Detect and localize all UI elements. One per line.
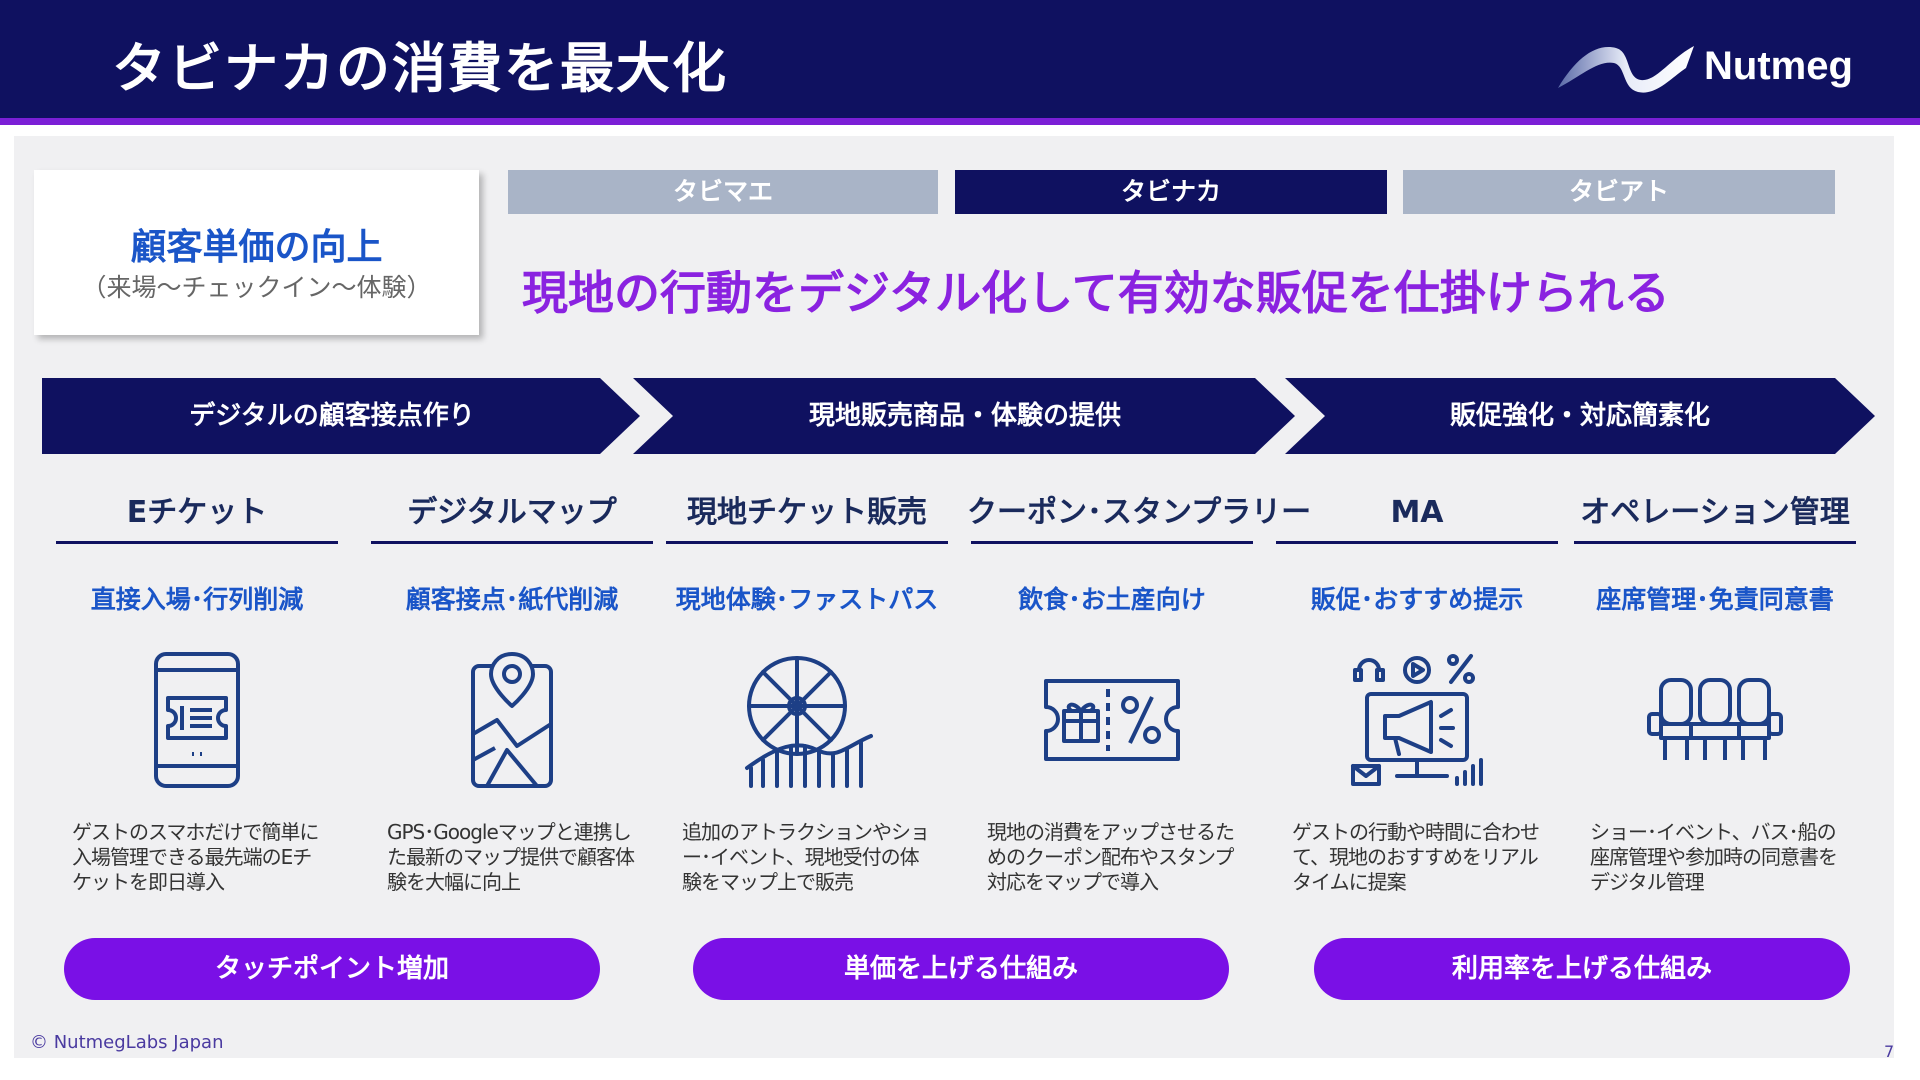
feature-description: GPS･Googleマップと連携した最新のマップ提供で顧客体験を大幅に向上 <box>387 820 635 894</box>
chevron-label-3: 販促強化・対応簡素化 <box>1449 401 1710 431</box>
chevron-band <box>42 378 1875 454</box>
feature-title: 現地チケット販売 <box>687 495 927 530</box>
headline: 現地の行動をデジタル化して有効な販促を仕掛けられる <box>522 266 1670 320</box>
feature-column-map: デジタルマップ 顧客接点･紙代削減 GPS･Googleマップと連携した最新のマ… <box>367 485 657 894</box>
feature-divider <box>56 541 338 544</box>
feature-subtitle: 販促･おすすめ提示 <box>1310 585 1524 614</box>
feature-column-ma: MA 販促･おすすめ提示 ゲストの行動や時間に <box>1272 485 1562 894</box>
summary-pill-unit-price: 単価を上げる仕組み <box>693 938 1229 1000</box>
feature-title: MA <box>1390 495 1444 530</box>
logo-text: Nutmeg <box>1704 44 1853 88</box>
feature-column-local-ticket: 現地チケット販売 現地体験･ファストパス 追加のアトラクションやショー･イベント… <box>662 485 952 894</box>
feature-title: Eチケット <box>126 495 268 530</box>
value-box: 顧客単価の向上 （来場〜チェックイン〜体験） <box>34 170 479 335</box>
value-subtitle: （来場〜チェックイン〜体験） <box>81 273 432 302</box>
copyright: © NutmegLabs Japan <box>30 1032 224 1053</box>
marketing-automation-icon <box>1272 645 1562 795</box>
feature-description: ショー･イベント、バス･船の座席管理や参加時の同意書をデジタル管理 <box>1590 820 1838 894</box>
coupon-icon <box>967 645 1257 795</box>
phase-tab-during: タビナカ <box>955 170 1387 214</box>
feature-title: オペレーション管理 <box>1580 495 1850 530</box>
phase-tab-before: タビマエ <box>508 170 938 214</box>
feature-divider <box>371 541 653 544</box>
chevron-1 <box>42 378 640 454</box>
feature-description: 現地の消費をアップさせるためのクーポン配布やスタンプ対応をマップで導入 <box>987 820 1235 894</box>
nutmeg-logo: Nutmeg <box>1556 38 1886 98</box>
feature-title: デジタルマップ <box>407 495 617 530</box>
feature-description: ゲストの行動や時間に合わせて、現地のおすすめをリアルタイムに提案 <box>1292 820 1540 894</box>
chevron-label-1: デジタルの顧客接点作り <box>189 401 475 431</box>
feature-description: 追加のアトラクションやショー･イベント、現地受付の体験をマップ上で販売 <box>682 820 930 894</box>
seats-icon <box>1570 645 1860 795</box>
page-title: タビナカの消費を最大化 <box>112 37 728 100</box>
summary-pill-touchpoints: タッチポイント増加 <box>64 938 600 1000</box>
feature-subtitle: 飲食･お土産向け <box>1018 585 1206 614</box>
feature-column-coupon: クーポン･スタンプラリー 飲食･お土産向け 現地の消費をアップさせるためのクーポ… <box>967 485 1312 894</box>
value-title: 顧客単価の向上 <box>130 227 383 268</box>
feature-column-eticket: Eチケット 直接入場･行列削減 ゲストのスマホだけで簡単に入場管理できる最先端の… <box>52 485 342 894</box>
feature-column-operations: オペレーション管理 座席管理･免責同意書 ショー･イベント、バス･船の座席管理や… <box>1570 485 1860 894</box>
summary-pill-usage-rate: 利用率を上げる仕組み <box>1314 938 1850 1000</box>
page-number: 7 <box>1884 1042 1895 1061</box>
feature-divider <box>1276 541 1558 544</box>
ferris-wheel-icon <box>662 645 952 795</box>
nutmeg-logo-icon <box>1558 46 1694 93</box>
feature-description: ゲストのスマホだけで簡単に入場管理できる最先端のEチケットを即日導入 <box>72 820 319 894</box>
feature-divider <box>1574 541 1856 544</box>
feature-subtitle: 現地体験･ファストパス <box>675 585 939 614</box>
header-accent-line <box>0 118 1920 125</box>
chevron-3 <box>1285 378 1875 454</box>
feature-subtitle: 顧客接点･紙代削減 <box>405 585 619 614</box>
feature-divider <box>971 541 1253 544</box>
map-pin-icon <box>367 645 657 795</box>
feature-title: クーポン･スタンプラリー <box>967 495 1312 530</box>
phase-tab-after: タビアト <box>1403 170 1835 214</box>
phone-ticket-icon <box>52 645 342 795</box>
chevron-2 <box>633 378 1295 454</box>
feature-divider <box>666 541 948 544</box>
feature-subtitle: 座席管理･免責同意書 <box>1596 585 1834 614</box>
feature-subtitle: 直接入場･行列削減 <box>90 585 304 614</box>
chevron-label-2: 現地販売商品・体験の提供 <box>808 401 1121 431</box>
